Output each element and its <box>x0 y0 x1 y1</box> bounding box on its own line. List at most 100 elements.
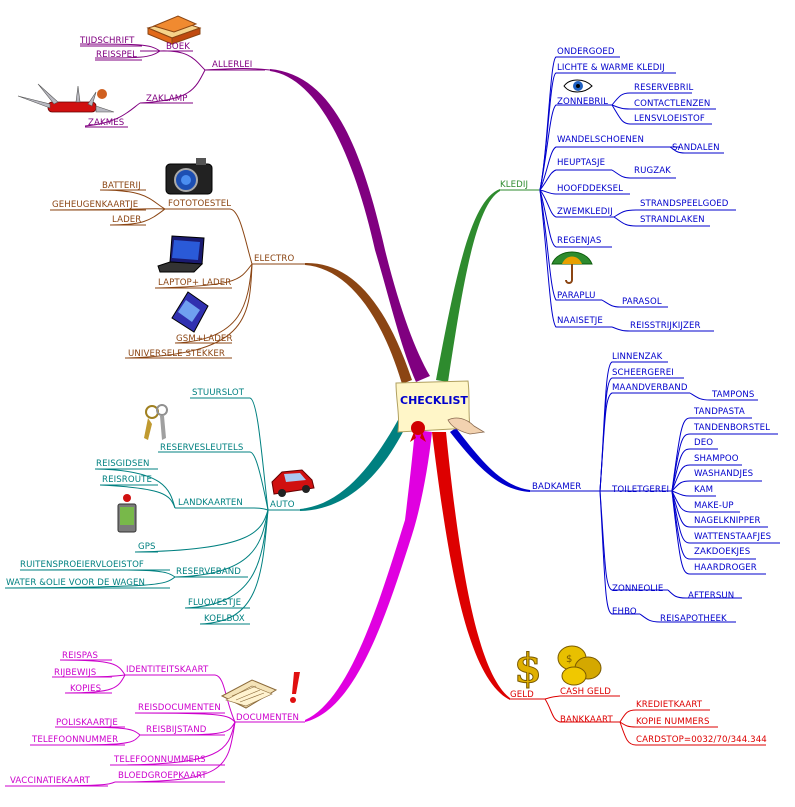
node-label-identiteitskaart[interactable]: IDENTITEITSKAART <box>126 665 209 675</box>
svg-text:$: $ <box>514 645 542 692</box>
node-label-telefoon1[interactable]: TELEFOONNUMMER <box>31 735 118 745</box>
center-title: CHECKLIST <box>400 394 468 407</box>
node-label-zakdoek[interactable]: ZAKDOEKJES <box>694 547 750 557</box>
node-label-regenjas[interactable]: REGENJAS <box>557 236 601 246</box>
node-label-zonnebril[interactable]: ZONNEBRIL <box>557 97 608 107</box>
node-label-kopienr[interactable]: KOPIE NUMMERS <box>636 717 710 727</box>
node-label-reisbijstand[interactable]: REISBIJSTAND <box>146 725 207 735</box>
node-label-zakmes[interactable]: ZAKMES <box>88 118 124 128</box>
main-branches <box>270 69 530 722</box>
node-label-batterij[interactable]: BATTERIJ <box>102 181 141 191</box>
node-label-lens[interactable]: LENSVLOEISTOF <box>634 114 705 124</box>
node-label-reservebril[interactable]: RESERVEBRIL <box>634 83 693 93</box>
node-label-kledij[interactable]: KLEDIJ <box>500 180 528 190</box>
node-label-maand[interactable]: MAANDVERBAND <box>612 383 688 393</box>
node-label-reserveband[interactable]: RESERVEBAND <box>176 567 241 577</box>
node-label-hoofd[interactable]: HOOFDDEKSEL <box>557 184 623 194</box>
node-label-wateroile[interactable]: WATER &OLIE VOOR DE WAGEN <box>6 578 145 588</box>
connectors-kledij-children <box>539 56 736 332</box>
node-label-tampons[interactable]: TAMPONS <box>711 390 754 400</box>
node-label-lader[interactable]: LADER <box>112 215 141 225</box>
node-label-geheugenkaartje[interactable]: GEHEUGENKAARTJE <box>52 200 138 210</box>
node-label-bloedgroep[interactable]: BLOEDGROEPKAART <box>118 771 207 781</box>
node-label-ondergoed[interactable]: ONDERGOED <box>557 47 615 57</box>
node-label-after[interactable]: AFTERSUN <box>688 591 734 601</box>
node-label-tijdschrift[interactable]: TIJDSCHRIFT <box>79 36 135 46</box>
node-label-laptop[interactable]: LAPTOP+ LADER <box>158 278 231 288</box>
node-label-zwem[interactable]: ZWEMKLEDIJ <box>557 207 613 217</box>
connectors-documenten <box>4 659 305 787</box>
node-label-tp[interactable]: TANDPASTA <box>693 407 745 417</box>
node-label-nagel[interactable]: NAGELKNIPPER <box>694 516 761 526</box>
node-label-warme[interactable]: LICHTE & WARME KLEDIJ <box>557 63 665 73</box>
node-label-telefoon2[interactable]: TELEFOONNUMMERS <box>113 755 206 765</box>
node-label-wandel[interactable]: WANDELSCHOENEN <box>557 135 644 145</box>
node-label-strandlaken[interactable]: STRANDLAKEN <box>640 215 705 225</box>
node-label-cardstop[interactable]: CARDSTOP=0032/70/344.344 <box>636 735 767 745</box>
node-label-reisgidsen[interactable]: REISGIDSEN <box>96 459 150 469</box>
connectors-electro <box>49 189 305 359</box>
node-label-scheer[interactable]: SCHEERGEREI <box>612 368 674 378</box>
branch-auto-stem <box>300 420 406 511</box>
node-label-shampoo[interactable]: SHAMPOO <box>694 454 739 464</box>
node-label-naaisetje[interactable]: NAAISETJE <box>557 316 603 326</box>
center-node[interactable]: CHECKLIST <box>395 380 486 442</box>
node-label-makeup[interactable]: MAKE-UP <box>694 501 734 511</box>
coins-icon: $ <box>557 645 602 686</box>
node-label-krediet[interactable]: KREDIETKAART <box>636 700 703 710</box>
node-label-documenten[interactable]: DOCUMENTEN <box>236 713 299 723</box>
umbrella-icon <box>551 251 593 284</box>
node-label-reisroute[interactable]: REISROUTE <box>102 475 152 485</box>
node-label-toilet[interactable]: TOILETGEREI <box>611 485 669 495</box>
node-label-zaklamp[interactable]: ZAKLAMP <box>146 94 188 104</box>
node-label-reservesleutels[interactable]: RESERVESLEUTELS <box>160 443 243 453</box>
node-label-heup[interactable]: HEUPTASJE <box>557 158 605 168</box>
node-label-linnen[interactable]: LINNENZAK <box>612 352 663 362</box>
node-label-rijbewijs[interactable]: RIJBEWIJS <box>54 668 96 678</box>
node-label-reisdocumenten[interactable]: REISDOCUMENTEN <box>138 703 221 713</box>
node-label-ruitensproeier[interactable]: RUITENSPROEIERVLOEISTOF <box>20 560 144 570</box>
node-label-bankkaart[interactable]: BANKKAART <box>560 715 613 725</box>
red-seal-icon <box>411 421 425 435</box>
node-label-paraplu[interactable]: PARAPLU <box>557 291 596 301</box>
node-label-stuurslot[interactable]: STUURSLOT <box>192 388 245 398</box>
node-label-strandspeel[interactable]: STRANDSPEELGOED <box>640 199 729 209</box>
node-label-gps[interactable]: GPS <box>138 542 156 552</box>
node-label-rugzak[interactable]: RUGZAK <box>634 166 671 176</box>
camera-icon <box>165 158 213 195</box>
node-label-boek[interactable]: BOEK <box>166 42 190 52</box>
node-label-auto[interactable]: AUTO <box>270 500 295 510</box>
node-label-fototoestel[interactable]: FOTOTOESTEL <box>168 199 231 209</box>
node-label-strijk[interactable]: REISSTRIJKIJZER <box>630 321 701 331</box>
node-label-watten[interactable]: WATTENSTAAFJES <box>694 532 771 542</box>
node-label-deo[interactable]: DEO <box>694 438 713 448</box>
node-label-polis[interactable]: POLISKAARTJE <box>56 718 118 728</box>
connectors-badkamer <box>530 361 780 623</box>
node-label-badkamer[interactable]: BADKAMER <box>532 482 581 492</box>
node-label-washand[interactable]: WASHANDJES <box>694 469 753 479</box>
node-label-tb[interactable]: TANDENBORSTEL <box>693 423 770 433</box>
node-label-allerlei[interactable]: ALLERLEI <box>212 60 252 70</box>
node-label-haar[interactable]: HAARDROGER <box>694 563 757 573</box>
node-label-fluovestje[interactable]: FLUOVESTJE <box>188 598 241 608</box>
svg-text:$: $ <box>566 654 572 665</box>
node-label-electro[interactable]: ELECTRO <box>254 254 294 264</box>
node-label-reispas[interactable]: REISPAS <box>62 651 98 661</box>
node-label-vaccinatie[interactable]: VACCINATIEKAART <box>10 776 91 786</box>
node-label-geld[interactable]: GELD <box>510 690 534 700</box>
node-label-kam[interactable]: KAM <box>694 485 713 495</box>
node-label-apotheek[interactable]: REISAPOTHEEK <box>660 614 727 624</box>
node-label-kopies[interactable]: KOPIES <box>70 684 101 694</box>
node-label-parasol[interactable]: PARASOL <box>622 297 662 307</box>
node-label-landkaarten[interactable]: LANDKAARTEN <box>178 498 243 508</box>
node-label-sandalen[interactable]: SANDALEN <box>672 143 720 153</box>
node-label-koelbox[interactable]: KOELBOX <box>204 614 245 624</box>
node-label-contact[interactable]: CONTACTLENZEN <box>634 99 710 109</box>
node-label-cash[interactable]: CASH GELD <box>560 687 611 697</box>
node-label-gsm[interactable]: GSM+LADER <box>176 334 233 344</box>
node-label-stekker[interactable]: UNIVERSELE STEKKER <box>128 349 225 359</box>
node-label-reisspel[interactable]: REISSPEL <box>96 50 137 60</box>
node-label-ehbo[interactable]: EHBO <box>612 607 637 617</box>
node-label-zonneolie[interactable]: ZONNEOLIE <box>612 584 663 594</box>
